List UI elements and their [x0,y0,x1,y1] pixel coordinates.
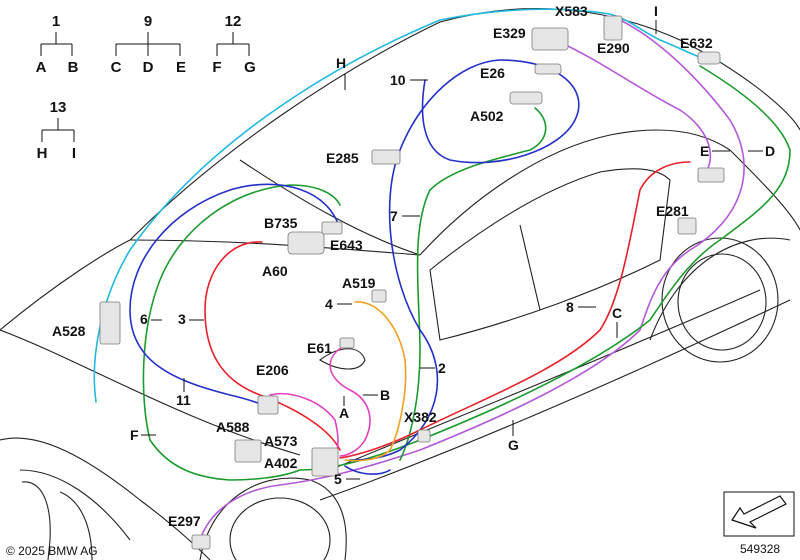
group-tree-12: 12 F G [212,13,255,76]
label-a519: A519 [342,275,376,291]
tree-root: 13 [50,99,67,116]
wire-label-10: 10 [390,72,406,88]
label-x382: X382 [404,409,437,425]
label-a528: A528 [52,323,86,339]
label-a402: A402 [264,455,298,471]
wire-label-6: 6 [140,311,148,327]
tree-child: F [212,59,221,76]
tree-child: B [68,59,79,76]
wire-red [204,161,691,459]
diagram-number: 549328 [740,542,780,556]
wire-label-h: H [336,55,346,71]
x583-module [531,27,569,51]
b735-sensor [287,231,325,255]
a588-module [257,395,279,415]
e290-switch [603,15,623,41]
label-e632: E632 [680,35,713,51]
wire-g-green [142,65,791,481]
wire-label-c: C [612,305,622,321]
wire-label-f: F [130,427,139,443]
tree-child: C [111,59,122,76]
label-e61: E61 [307,340,332,356]
wire-blue [129,59,580,475]
x382-connector [417,429,431,443]
wire-label-4: 4 [325,296,333,312]
label-e643: E643 [330,237,363,253]
wire-label-d: D [765,143,775,159]
e-lamp [697,167,725,183]
wire-label-i: I [654,3,658,19]
wire-label-5: 5 [334,471,342,487]
wire-label-g: G [508,437,519,453]
e61-lamp [339,337,355,349]
label-e329: E329 [493,25,526,41]
wire-labels: H I 10 7 6 3 4 2 8 C E D 11 F A B G [130,3,775,487]
wire-label-b: B [380,387,390,403]
wire-label-11: 11 [176,392,191,408]
wire-label-7: 7 [390,208,398,224]
wire-orange [344,301,407,462]
label-a60: A60 [262,263,288,279]
wire-label-2: 2 [438,360,446,376]
label-a588: A588 [216,419,250,435]
group-tree-1: 1 A B [36,13,79,76]
group-tree-13: 13 H I [37,99,77,162]
label-e206: E206 [256,362,289,378]
tree-child: A [36,59,47,76]
tree-root: 1 [52,13,60,30]
label-e26: E26 [480,65,505,81]
tree-root: 9 [144,13,152,30]
e285-lamp [371,149,401,165]
arrow-icon [723,491,795,537]
label-a502: A502 [470,108,504,124]
copyright-text: © 2025 BMW AG [6,544,98,558]
component-labels: X583 E329 E290 E632 E26 A502 E285 B735 E… [52,3,713,529]
e297-lamp [191,534,211,550]
a402-module [311,447,339,477]
a528-module [99,301,121,345]
wire-h-cyan [93,8,721,403]
wire-label-3: 3 [178,311,186,327]
label-e290: E290 [597,40,630,56]
a573-module [234,439,262,463]
label-b735: B735 [264,215,298,231]
tree-child: H [37,145,48,162]
wire-i-purple [199,19,745,541]
label-x583: X583 [555,3,588,19]
tree-child: E [176,59,186,76]
a519-module [371,289,387,303]
e26-lamp [534,63,562,75]
wire-label-e: E [700,143,709,159]
group-tree-9: 9 C D E [111,13,186,76]
tree-child: D [143,59,154,76]
label-e281: E281 [656,203,689,219]
label-a573: A573 [264,433,298,449]
tree-child: G [244,59,256,76]
wire-label-a: A [339,405,349,421]
component-icons [99,15,725,550]
tree-root: 12 [225,13,242,30]
a502-module [509,91,543,105]
label-e285: E285 [326,150,359,166]
e281-lamp [677,217,697,235]
tree-child: I [72,145,76,162]
e643-lamp [321,221,343,235]
label-e297: E297 [168,513,201,529]
e632-lamp [697,51,721,65]
wire-label-8: 8 [566,299,574,315]
